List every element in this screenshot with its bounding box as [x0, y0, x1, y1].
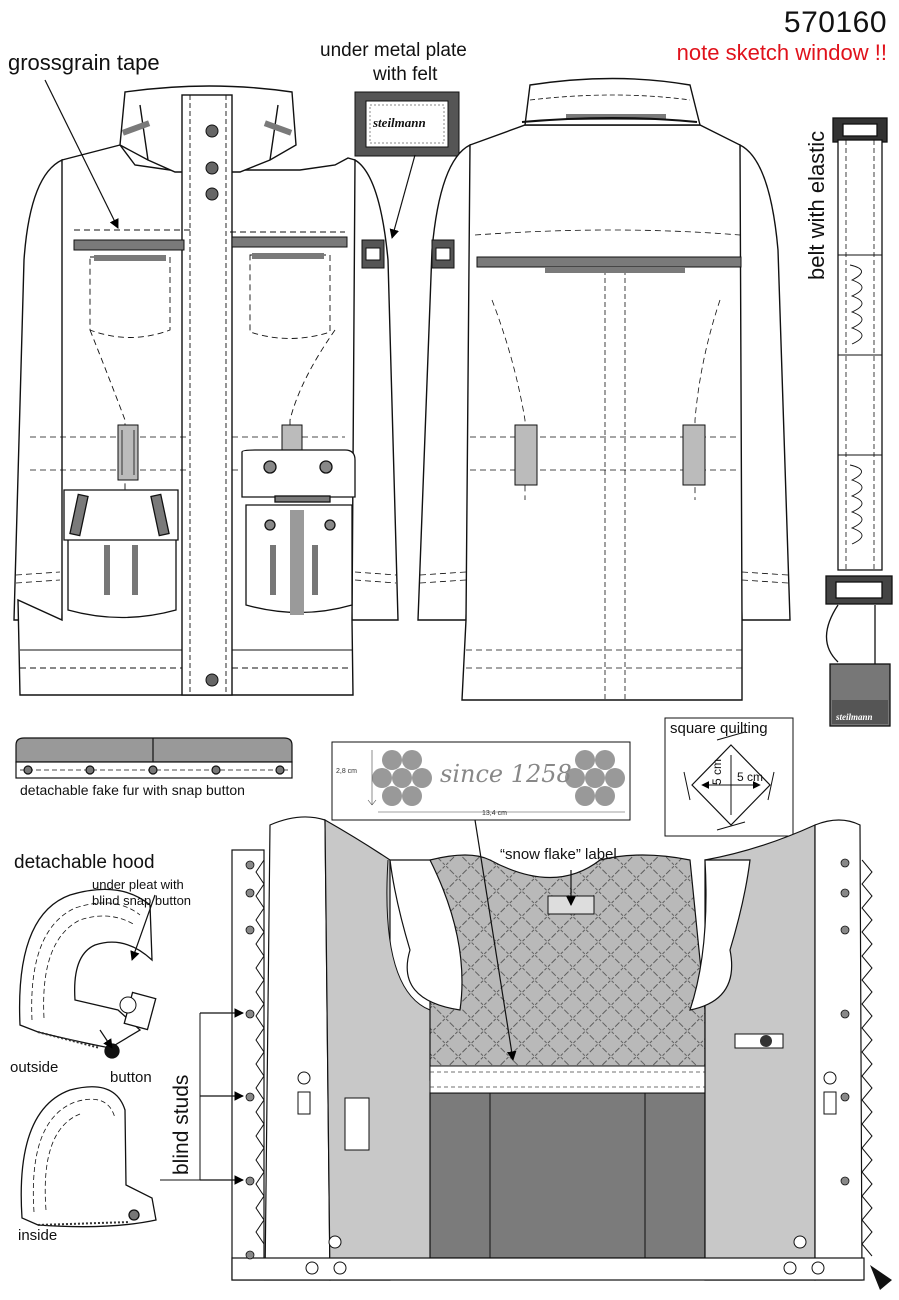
under-pleat-callout: under pleat with — [92, 877, 184, 892]
fur-snap-buttons — [23, 765, 285, 775]
metal-plate-logo: steilmann — [373, 115, 426, 130]
snowflake-motif-left — [372, 750, 432, 806]
back-right-sleeve — [734, 143, 791, 621]
hood-button-label: button — [110, 1069, 152, 1086]
detachable-hood-title: detachable hood — [14, 852, 155, 873]
label-height-dim: 2,8 cm — [336, 768, 358, 775]
quilting-diagram — [664, 717, 794, 837]
hood-button — [104, 1043, 120, 1059]
quilt-dimension-vertical: 5 cm — [710, 758, 724, 785]
back-collar — [524, 77, 701, 126]
belt-label: belt with elastic — [804, 130, 829, 280]
belt-elastic-2 — [849, 464, 863, 545]
back-grosgrain-tape — [476, 114, 742, 273]
metal-plate-callout-line2: with felt — [373, 64, 438, 85]
inside-left-facing — [231, 849, 265, 1281]
sleeve-badge — [361, 239, 385, 269]
quilted-back-lining — [429, 854, 706, 1081]
style-number: 570160 — [783, 6, 887, 39]
front-placket — [181, 94, 233, 696]
back-body — [461, 124, 743, 701]
since-1258-script: since 1258 — [440, 760, 572, 788]
front-lower-pockets — [63, 449, 356, 619]
belt-buckle-logo: steilmann — [836, 712, 873, 722]
hood-outside — [18, 888, 157, 1059]
metal-plate-callout: under metal plate — [320, 40, 467, 61]
snowflake-motif-right — [565, 750, 625, 806]
back-sleeve-badge — [431, 239, 455, 269]
belt-sketch — [825, 117, 893, 727]
hood-inside — [20, 1086, 157, 1228]
since-1258-label — [331, 741, 631, 821]
blind-studs-label: blind studs — [170, 1074, 193, 1175]
front-right-sleeve — [344, 158, 399, 621]
back-waist-adjusters — [514, 424, 706, 486]
under-pleat-callout-line2: blind snap button — [92, 893, 192, 908]
hood-inside-label: inside — [18, 1227, 58, 1244]
fake-fur-collar — [15, 737, 293, 779]
blind-stud-markers — [245, 858, 850, 1260]
inner-pocket — [734, 1033, 784, 1049]
snowflake-band — [429, 1065, 706, 1094]
front-grosgrain-tape — [73, 120, 348, 261]
back-jacket-sketch — [417, 77, 791, 701]
belt-elastic-1 — [849, 264, 863, 345]
front-waist-adjusters — [117, 424, 303, 481]
square-quilting-title: square quilting — [670, 720, 768, 737]
annotation-arrows — [44, 79, 576, 1185]
lower-back-lining — [429, 1092, 706, 1259]
sketch-window-note: note sketch window !! — [676, 40, 887, 65]
hood-outside-label: outside — [10, 1059, 59, 1076]
quilt-dimension-horizontal: 5 cm — [737, 770, 764, 784]
front-snap-buttons — [205, 124, 219, 687]
grosgrain-tape-label: grossgrain tape — [8, 50, 160, 75]
label-width-dim: 13,4 cm — [482, 810, 507, 817]
fake-fur-label: detachable fake fur with snap button — [20, 782, 245, 798]
snow-flake-label-callout: “snow flake” label — [500, 846, 617, 863]
inside-view — [231, 816, 892, 1290]
metal-plate-label — [354, 91, 460, 157]
drawcord-toggles — [297, 1071, 837, 1275]
